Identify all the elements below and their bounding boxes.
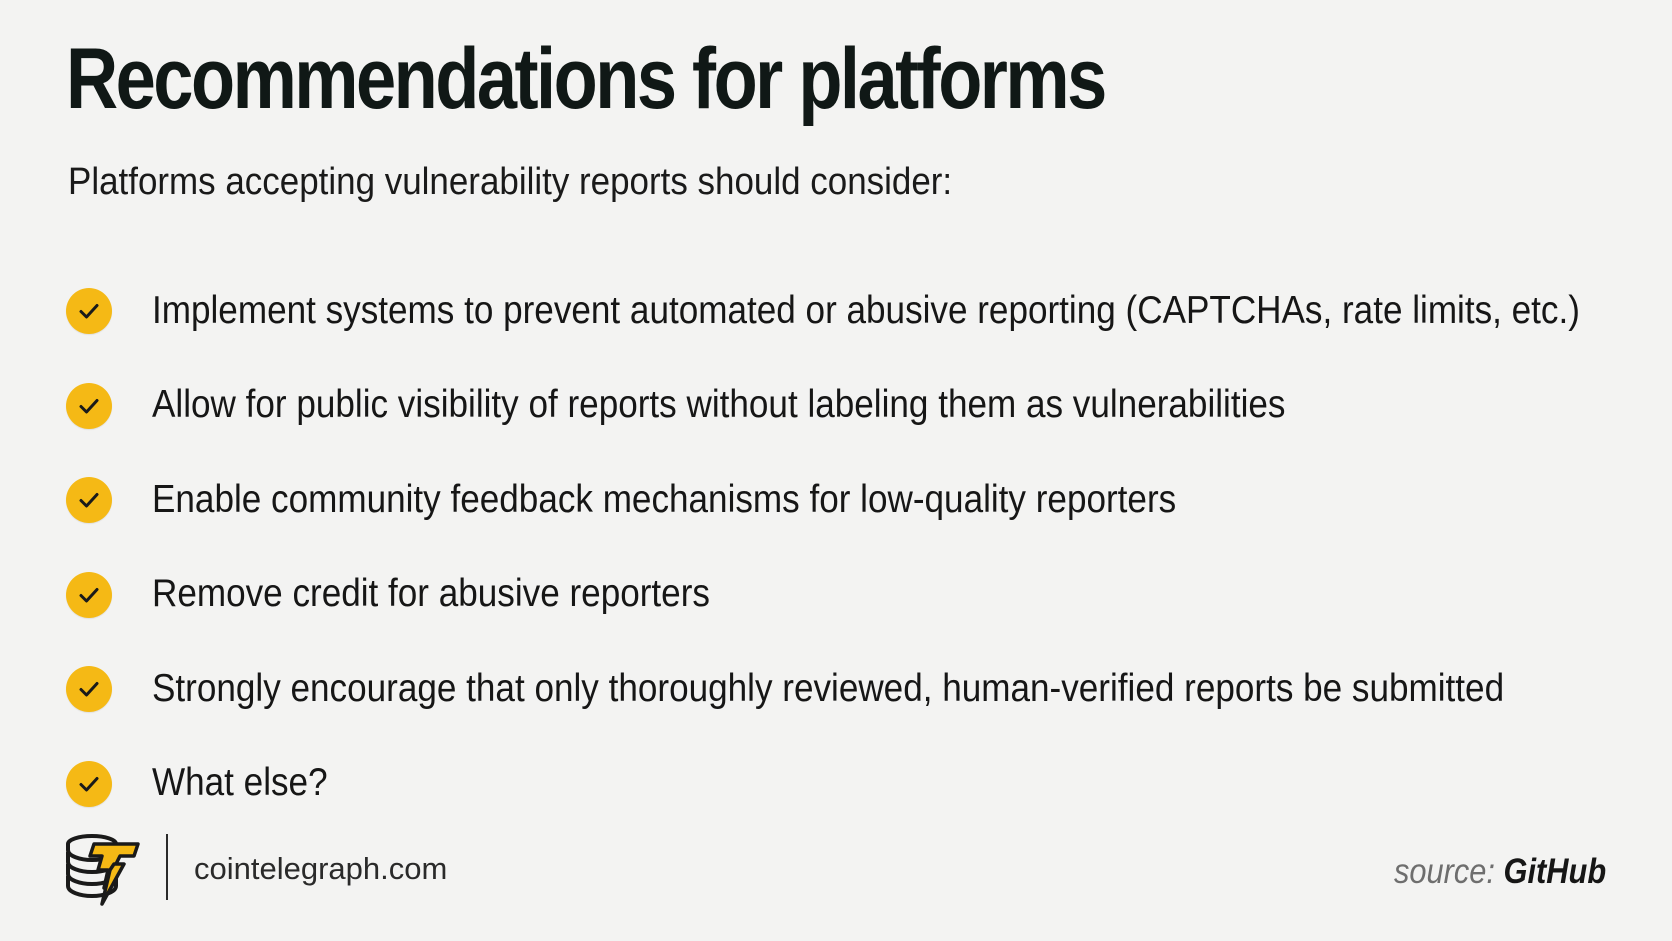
list-item-text: Enable community feedback mechanisms for… [152,477,1177,521]
check-icon [66,288,112,335]
list-item-text: Implement systems to prevent automated o… [152,288,1580,332]
check-icon [66,477,112,524]
check-icon [66,382,112,429]
list-item-text: Strongly encourage that only thoroughly … [152,666,1505,710]
list-item: Remove credit for abusive reporters [66,548,1672,643]
cointelegraph-logo [66,834,140,906]
source-credit: source: GitHub [1394,852,1606,892]
footer-site-name: cointelegraph.com [194,851,448,886]
list-item-text: Remove credit for abusive reporters [152,572,710,616]
list-item: Allow for public visibility of reports w… [66,359,1672,454]
page-title: Recommendations for platforms [66,31,1107,127]
source-name: GitHub [1503,852,1606,891]
source-label: source: [1393,852,1495,891]
list-item-text: Allow for public visibility of reports w… [152,383,1286,427]
check-icon [66,571,112,618]
list-item-text: What else? [152,761,328,805]
recommendation-list: Implement systems to prevent automated o… [66,264,1672,831]
list-item: Enable community feedback mechanisms for… [66,453,1672,548]
check-icon [66,760,112,807]
list-item: What else? [66,737,1672,832]
check-icon [66,666,112,713]
page-subtitle: Platforms accepting vulnerability report… [68,161,953,203]
list-item: Implement systems to prevent automated o… [66,264,1672,359]
footer-divider [166,834,168,900]
list-item: Strongly encourage that only thoroughly … [66,642,1672,737]
